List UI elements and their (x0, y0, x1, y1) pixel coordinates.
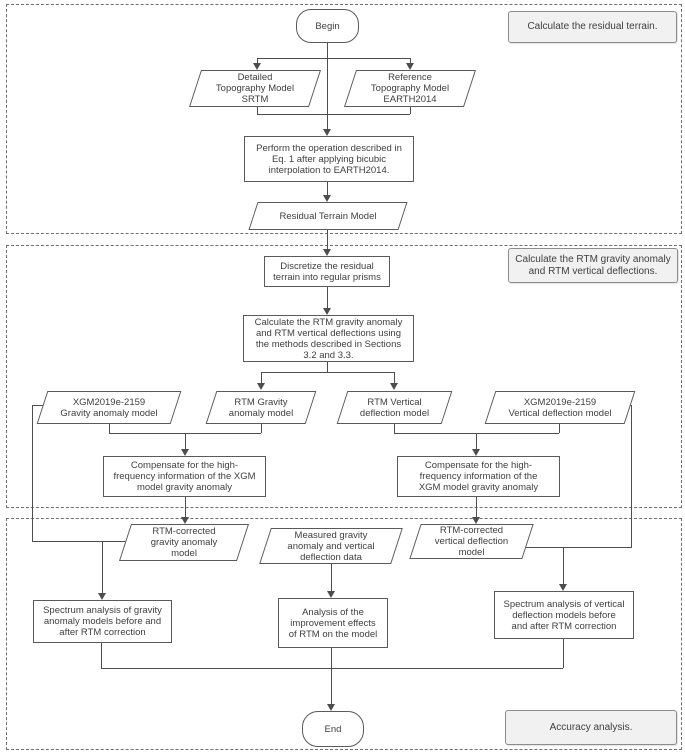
node-rtm-corrected-vertical: RTM-corrected vertical deflection model (409, 524, 534, 559)
connector-line (410, 58, 411, 63)
node-reference-topography: Reference Topography Model EARTH2014 (343, 70, 477, 107)
annotation-accuracy-analysis: Accuracy analysis. (505, 710, 677, 745)
node-rtm-vertical-deflection: RTM Vertical deflection model (336, 391, 453, 424)
arrowhead (181, 517, 189, 524)
section-1-frame (6, 4, 682, 234)
arrowhead (327, 704, 335, 711)
connector-line (519, 547, 632, 548)
connector-line (394, 372, 395, 383)
node-compensate-right: Compensate for the high- frequency infor… (397, 456, 560, 497)
annotation-rtm-calculation: Calculate the RTM gravity anomaly and RT… (508, 248, 678, 283)
connector-line (102, 541, 103, 593)
node-begin: Begin (296, 9, 359, 43)
connector-line (410, 107, 411, 114)
connector-line (476, 433, 477, 449)
connector-line (327, 360, 328, 372)
connector-line (185, 433, 186, 449)
connector-line (101, 641, 102, 668)
arrowhead (390, 383, 398, 390)
connector-line (331, 564, 332, 591)
arrowhead (257, 383, 265, 390)
node-measured-data: Measured gravity anomaly and vertical de… (259, 528, 403, 564)
connector-line (32, 541, 131, 542)
connector-line (327, 41, 328, 129)
arrowhead (323, 308, 331, 315)
arrowhead (323, 249, 331, 256)
arrowhead (98, 593, 106, 600)
annotation-label: Calculate the RTM gravity anomaly and RT… (515, 253, 671, 277)
node-spectrum-gravity: Spectrum analysis of gravity anomaly mod… (33, 600, 172, 643)
connector-line (32, 405, 33, 541)
node-calculate-rtm: Calculate the RTM gravity anomaly and RT… (243, 315, 414, 362)
node-xgm-vertical-deflection: XGM2019e-2159 Vertical deflection model (484, 391, 636, 424)
arrowhead (472, 449, 480, 456)
node-compensate-left: Compensate for the high- frequency infor… (103, 456, 266, 497)
connector-line (327, 230, 328, 249)
connector-line (185, 495, 186, 517)
annotation-label: Accuracy analysis. (549, 721, 633, 733)
section-3-frame (6, 518, 682, 750)
section-2-frame (6, 245, 682, 508)
arrowhead (323, 195, 331, 202)
annotation-residual-terrain: Calculate the residual terrain. (508, 11, 677, 43)
connector-line (257, 107, 258, 114)
connector-line (261, 424, 262, 433)
connector-line (32, 405, 48, 406)
node-rtm-gravity-anomaly: RTM Gravity anomaly model (205, 391, 317, 424)
connector-line (261, 372, 394, 373)
connector-line (109, 424, 110, 433)
node-discretize: Discretize the residual terrain into reg… (264, 256, 390, 287)
connector-line (257, 58, 410, 59)
node-perform-operation: Perform the operation described in Eq. 1… (244, 136, 414, 182)
connector-line (563, 637, 564, 668)
connector-line (563, 547, 564, 584)
connector-line (559, 424, 560, 433)
connector-line (257, 114, 410, 115)
connector-line (101, 668, 563, 669)
node-xgm-gravity-anomaly: XGM2019e-2159 Gravity anomaly model (36, 391, 182, 424)
arrowhead (327, 591, 335, 598)
arrowhead (472, 517, 480, 524)
arrowhead (181, 449, 189, 456)
connector-line (331, 646, 332, 704)
connector-line (394, 424, 395, 433)
annotation-label: Calculate the residual terrain. (527, 21, 658, 32)
node-rtm-corrected-gravity: RTM-corrected gravity anomaly model (118, 524, 250, 561)
connector-line (257, 58, 258, 63)
connector-line (631, 405, 632, 547)
arrowhead (323, 129, 331, 136)
connector-line (327, 285, 328, 308)
node-end: End (302, 711, 364, 747)
connector-line (261, 372, 262, 383)
arrowhead (406, 63, 414, 70)
node-residual-terrain-model: Residual Terrain Model (248, 202, 408, 230)
arrowhead (559, 584, 567, 591)
node-spectrum-vertical: Spectrum analysis of vertical deflection… (494, 591, 634, 639)
node-analysis-improvement: Analysis of the improvement effects of R… (278, 598, 388, 648)
arrowhead (253, 63, 261, 70)
connector-line (476, 495, 477, 517)
node-detailed-topography: Detailed Topography Model SRTM (188, 70, 322, 107)
connector-line (327, 180, 328, 195)
